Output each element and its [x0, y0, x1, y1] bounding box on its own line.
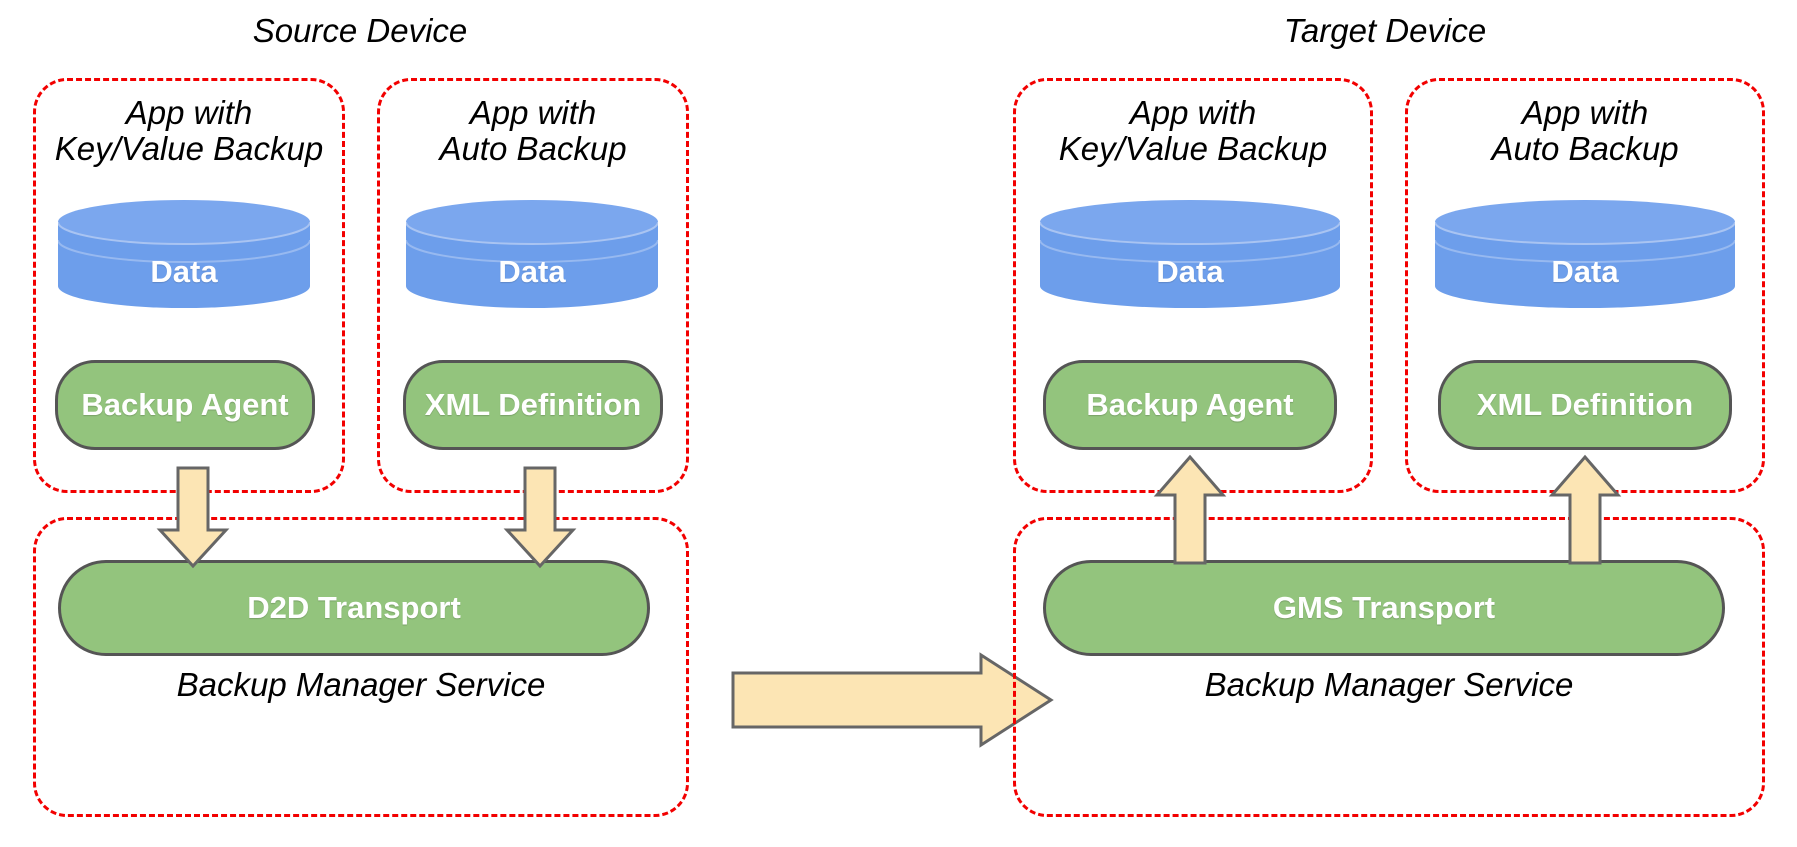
target-app-auto-data-cylinder: Data — [1435, 200, 1735, 308]
target-app-auto-label: App with Auto Backup — [1491, 94, 1679, 167]
target-auto-up-arrow — [1548, 454, 1622, 565]
target-backup-manager-service-label: Backup Manager Service — [1204, 666, 1574, 703]
source-app-auto-data-cylinder: Data — [406, 200, 658, 308]
source-app-auto-label: App with Auto Backup — [439, 94, 627, 167]
source-xml-definition-pill[interactable]: XML Definition — [403, 360, 663, 450]
d2d-transport-pill[interactable]: D2D Transport — [58, 560, 650, 656]
target-app-keyvalue-data-cylinder: Data — [1040, 200, 1340, 308]
cylinder-label: Data — [150, 254, 218, 289]
source-backup-manager-service-label: Backup Manager Service — [176, 666, 546, 703]
gms-transport-pill[interactable]: GMS Transport — [1043, 560, 1725, 656]
source-app-keyvalue-label: App with Key/Value Backup — [54, 94, 324, 167]
source-backup-manager-service-container — [33, 517, 689, 817]
target-keyvalue-up-arrow — [1153, 454, 1227, 565]
target-xml-definition-pill[interactable]: XML Definition — [1438, 360, 1732, 450]
cylinder-label: Data — [498, 254, 566, 289]
target-backup-agent-pill[interactable]: Backup Agent — [1043, 360, 1337, 450]
source-auto-down-arrow — [503, 466, 577, 569]
d2d-to-gms-transfer-arrow — [731, 652, 1054, 748]
source-keyvalue-down-arrow — [156, 466, 230, 569]
cylinder-label: Data — [1156, 254, 1224, 289]
source-app-keyvalue-data-cylinder: Data — [58, 200, 310, 308]
target-device-title: Target Device — [1283, 12, 1487, 49]
cylinder-label: Data — [1551, 254, 1619, 289]
target-backup-manager-service-container — [1013, 517, 1765, 817]
source-backup-agent-pill[interactable]: Backup Agent — [55, 360, 315, 450]
source-device-title: Source Device — [252, 12, 468, 49]
target-app-keyvalue-label: App with Key/Value Backup — [1058, 94, 1328, 167]
